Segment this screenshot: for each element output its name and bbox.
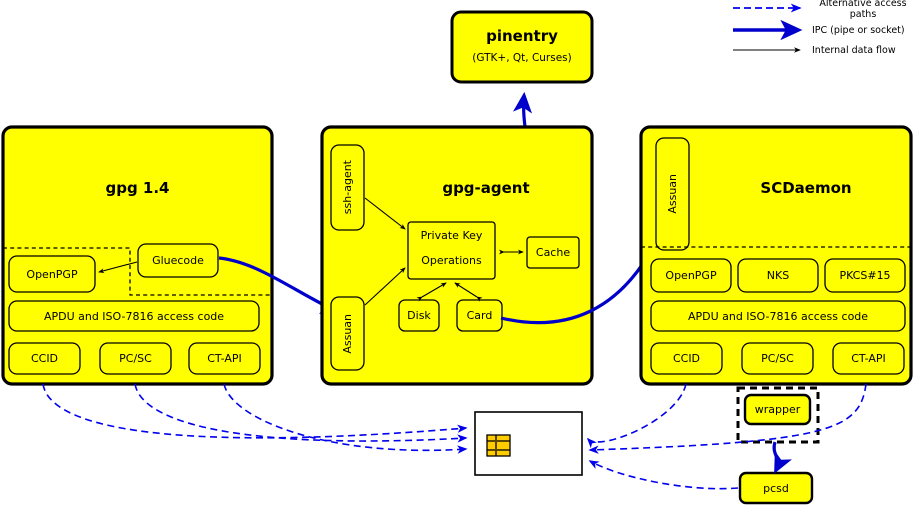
alt-path-gpg-ctapi-to-card xyxy=(223,383,468,454)
alt-path-gpg-ccid-to-card xyxy=(42,383,468,439)
arrow-card-pko xyxy=(454,282,483,302)
gpg-driver-box-ccid xyxy=(8,342,81,375)
scdaemon-app-box-pkcs15 xyxy=(824,258,906,293)
scdaemon-driver-box-ccid xyxy=(650,342,723,375)
alternative-access-path-group xyxy=(42,383,867,490)
gpg-driver-box-pcsc xyxy=(99,342,172,375)
legend-group xyxy=(733,3,803,53)
gpg-arrow-gluecode-to-openpgp xyxy=(98,261,138,274)
gpgagent-disk-box xyxy=(398,299,440,332)
scdaemon-assuan-box xyxy=(655,137,690,251)
scdaemon-apdu-box xyxy=(650,300,906,332)
gpgagent-card-box xyxy=(456,299,503,332)
gpgagent-cache-box xyxy=(526,236,580,269)
gpg-dashed-region xyxy=(3,247,272,296)
alt-path-scd-ctapi-to-card xyxy=(588,383,867,454)
scdaemon-driver-box-ctapi xyxy=(832,342,905,375)
alt-path-scd-ccid-to-card xyxy=(586,383,687,449)
gpg-openpgp-box xyxy=(8,255,96,293)
scdaemon-app-box-openpgp xyxy=(650,258,732,293)
wrapper-box xyxy=(743,393,812,426)
arrow-assuan-to-pko xyxy=(364,267,406,306)
smartcard-chip-icon xyxy=(486,434,511,457)
alt-path-gpg-pcsc-to-card xyxy=(134,383,468,443)
gpgagent-ssh-agent-box xyxy=(330,144,365,231)
pcsd-box xyxy=(738,471,814,505)
gpgagent-private-key-box xyxy=(407,221,496,280)
wrapper-dashed-region xyxy=(736,386,820,444)
scdaemon-app-box-nks xyxy=(737,258,819,293)
pinentry-box xyxy=(450,10,594,84)
gpg-apdu-box xyxy=(8,300,260,332)
ipc-arrow-wrapper-to-pcsd xyxy=(772,441,793,474)
arrow-disk-pko xyxy=(416,282,447,302)
scdaemon-driver-box-pcsc xyxy=(741,342,814,375)
arrow-ssh-agent-to-pko xyxy=(364,197,406,230)
gpg-driver-box-ctapi xyxy=(188,342,261,375)
alt-path-pcsd-to-card xyxy=(588,460,739,490)
gpg-gluecode-box xyxy=(137,243,219,278)
gpgagent-assuan-box xyxy=(330,296,365,371)
